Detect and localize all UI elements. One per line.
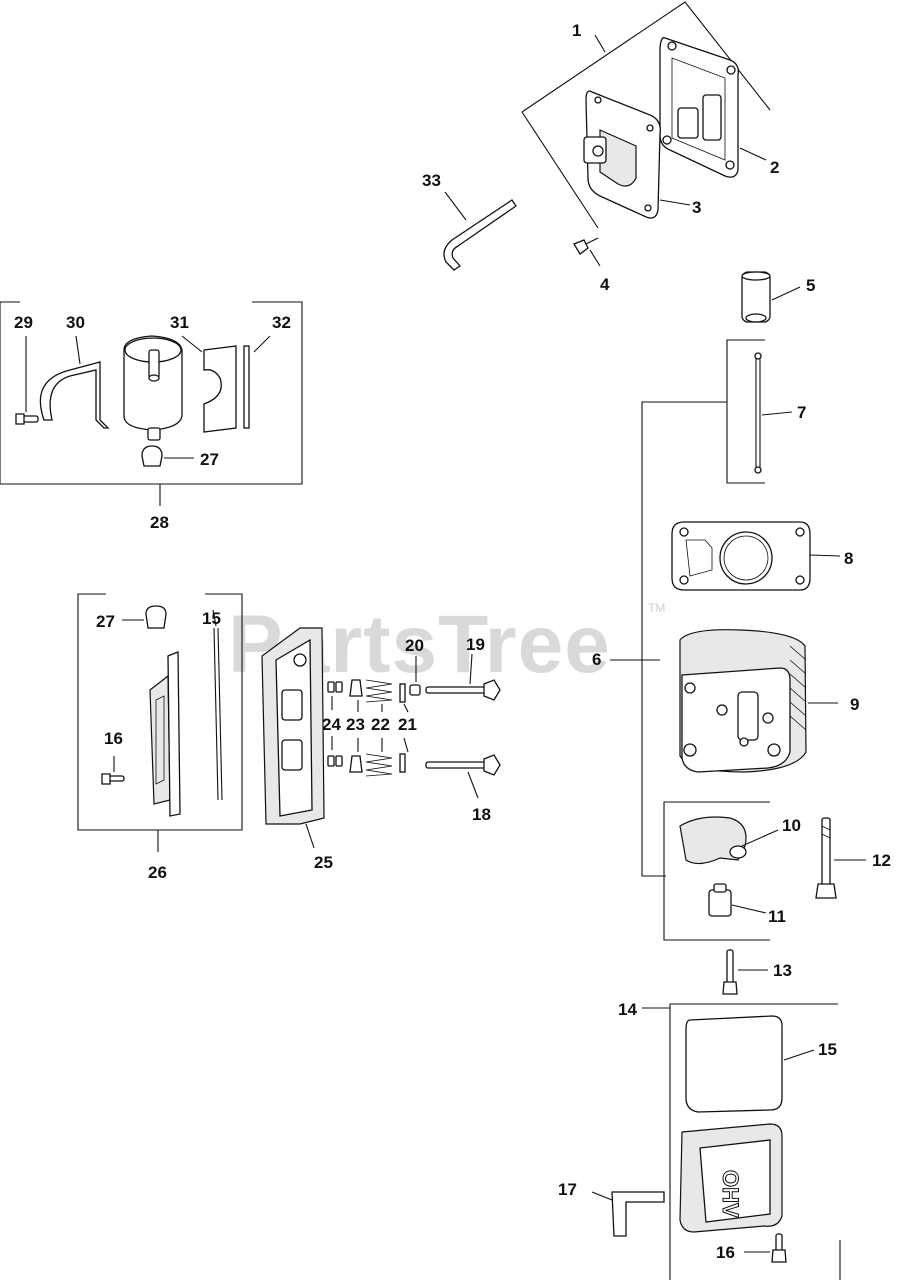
rocker-cover-part-3 [583,90,691,219]
pushrod-box-part-7 [726,339,793,484]
callout-15b: 15 [202,609,221,628]
callout-8: 8 [844,549,853,568]
callout-1: 1 [572,21,581,40]
callout-7: 7 [797,403,806,422]
callout-31: 31 [170,313,189,332]
callout-29: 29 [14,313,33,332]
callout-24: 24 [322,715,341,734]
callout-25: 25 [314,853,333,872]
callout-11: 11 [768,907,786,926]
callout-30: 30 [66,313,85,332]
callout-16b: 16 [104,729,123,748]
rocker-box-part-10-11 [663,801,779,941]
callout-27a: 27 [200,450,219,469]
cylinder-head-part-9 [679,629,838,773]
callout-28: 28 [150,513,169,532]
tappet-part-5 [741,271,801,323]
callout-4: 4 [600,275,610,294]
callout-5: 5 [806,276,815,295]
callout-10: 10 [782,816,801,835]
bracket-part-6 [610,401,727,877]
svg-text:OHV: OHV [718,1170,743,1218]
screw-part-4 [573,237,601,267]
callout-26: 26 [148,863,167,882]
gasket-part-2 [659,37,767,178]
callout-18: 18 [472,805,491,824]
watermark-tm: TM [648,601,665,615]
callout-16: 16 [716,1243,735,1262]
callout-20: 20 [405,636,424,655]
callout-9: 9 [850,695,859,714]
callout-33: 33 [422,171,441,190]
callout-13: 13 [773,961,792,980]
callout-17: 17 [558,1180,577,1199]
callout-19: 19 [466,635,485,654]
valve-parts-18-24 [327,653,501,799]
head-part-25 [261,627,325,849]
callout-22: 22 [371,715,390,734]
breather-tube-part-33 [443,191,517,271]
head-gasket-part-8 [671,521,841,591]
valve-cover-box-part-14: OHV [591,1003,841,1280]
callout-15: 15 [818,1040,837,1059]
group-1-frame [521,1,771,229]
muffler-box-part-28 [0,301,303,506]
callout-12: 12 [872,851,891,870]
callout-2: 2 [770,158,779,177]
callout-14: 14 [618,1000,637,1019]
callout-6: 6 [592,650,601,669]
callout-23: 23 [346,715,365,734]
callout-3: 3 [692,198,701,217]
callout-32: 32 [272,313,291,332]
callout-21: 21 [398,715,417,734]
bolt-part-13 [722,949,768,995]
callout-labels: 1 2 3 4 5 6 7 8 9 10 11 12 13 14 15 16 1… [14,21,891,1262]
bolt-part-12 [815,817,866,899]
box-part-26 [77,593,243,852]
callout-27b: 27 [96,612,115,631]
